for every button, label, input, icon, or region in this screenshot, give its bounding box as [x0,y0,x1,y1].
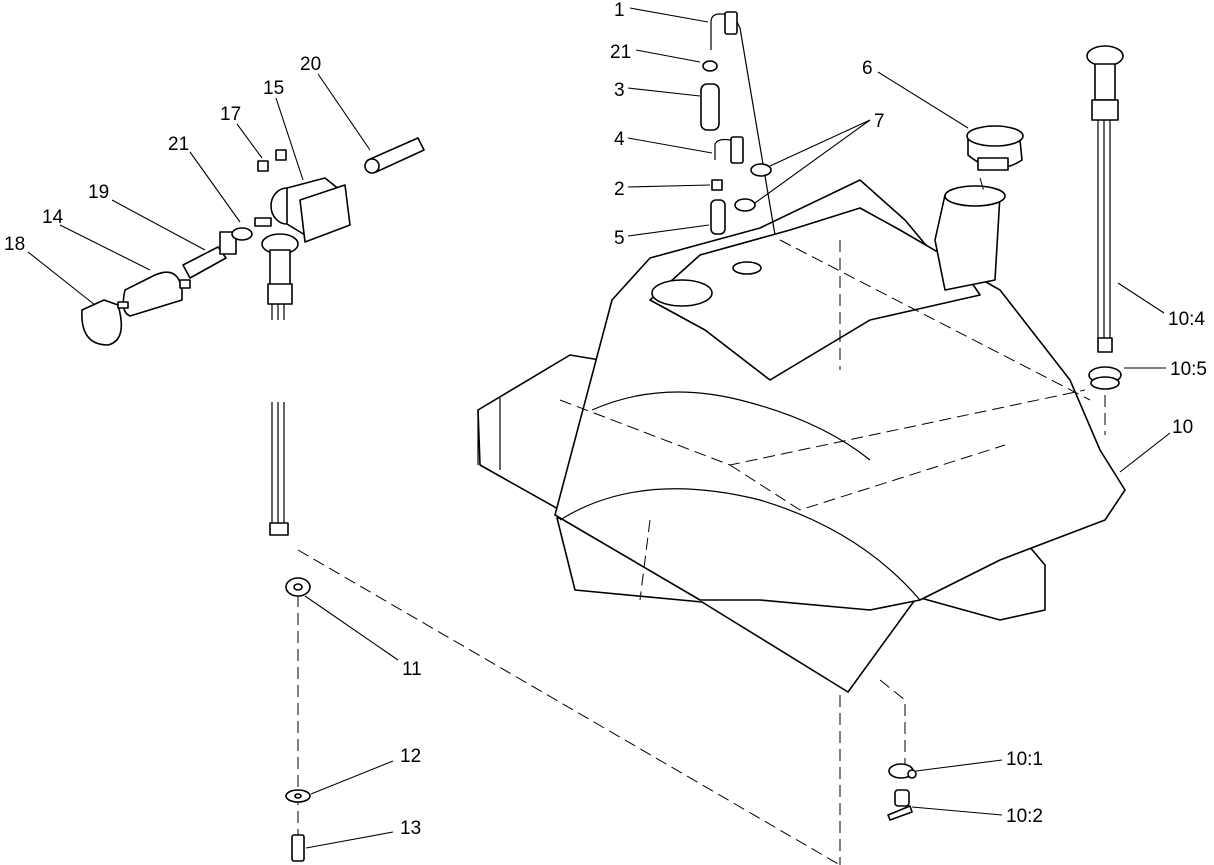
callout-10-1: 10:1 [1006,749,1043,770]
callout-10-4: 10:4 [1168,309,1205,330]
callout-13: 13 [400,818,421,839]
callout-12: 12 [400,746,421,767]
fitting-10-1 [888,763,917,779]
leader-lines [27,7,1171,849]
washer-12 [285,789,311,803]
callout-2: 2 [614,179,625,200]
callout-10: 10 [1172,417,1193,438]
callout-21-right: 21 [610,42,631,63]
clamp-2 [711,179,723,191]
fuel-pump-15 [254,177,351,243]
callout-6: 6 [862,58,873,79]
fuel-filter-14 [117,271,191,317]
sender-10-4 [1086,45,1124,353]
grommet-7 [734,163,772,212]
clamp-18 [81,299,123,346]
callout-3: 3 [614,80,625,101]
callout-18: 18 [4,234,25,255]
callout-7: 7 [874,111,885,132]
phantom-line-cap [979,177,986,196]
callout-10-5: 10:5 [1170,359,1207,380]
hose-1 [710,11,776,236]
callout-17: 17 [220,104,241,125]
callout-15: 15 [263,78,284,99]
callout-14: 14 [42,207,64,228]
hose-19 [182,246,227,279]
screws-17 [257,149,287,172]
phantom-line-left [297,549,841,865]
callout-1: 1 [614,0,625,21]
callout-19: 19 [88,182,109,203]
hose-4 [714,136,744,164]
hose-20 [364,137,425,174]
callout-5: 5 [614,228,625,249]
grommet-10-5 [1088,366,1122,390]
fitting-10-2 [887,789,913,821]
hose-3 [700,83,720,131]
clamp-21-left [219,227,253,255]
hose-5 [710,199,726,235]
clamp-21-right [702,60,718,72]
callout-11: 11 [402,659,422,680]
callout-10-2: 10:2 [1006,806,1043,827]
fuel-cap-6 [966,125,1024,171]
phantom-line-fitting [879,679,906,770]
callout-20: 20 [300,54,321,75]
callout-4: 4 [614,129,625,150]
sender-assembly-left [261,233,299,536]
fuel-tank [477,179,1126,693]
screw-13 [291,834,305,862]
callout-21-left: 21 [168,134,189,155]
grommet-11 [285,577,311,597]
